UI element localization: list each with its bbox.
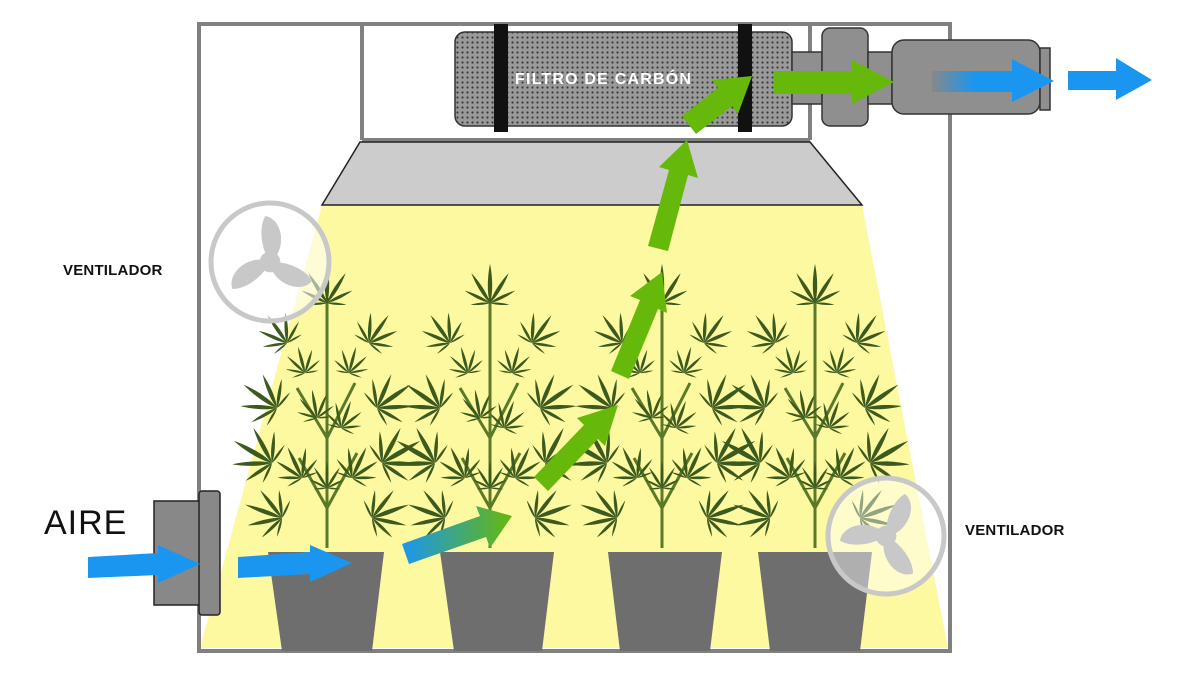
exhaust-arrow-4 — [682, 76, 752, 134]
carbon-filter-label: FILTRO DE CARBÓN — [515, 71, 693, 88]
fan-left-label: VENTILADOR — [63, 262, 163, 279]
pot-2 — [440, 552, 554, 651]
pot-1 — [268, 552, 384, 651]
fan-right-label: VENTILADOR — [965, 522, 1065, 539]
grow-lamp — [320, 141, 864, 206]
mixed-air-arrow — [402, 506, 512, 564]
fan-right-icon — [825, 473, 948, 597]
air-inlet-vent — [153, 490, 221, 616]
airflow-arrows — [88, 58, 1152, 583]
pot-3 — [608, 552, 722, 651]
exhaust-arrow-duct — [774, 60, 894, 104]
exhaust-arrow-2 — [611, 272, 667, 379]
fresh-air-arrow-inside — [238, 545, 352, 582]
exhaust-arrow-fan — [932, 59, 1054, 102]
exhaust-arrow-3 — [648, 140, 698, 251]
light-beam — [200, 205, 948, 648]
exhaust-arrow-out — [1068, 58, 1152, 100]
fresh-air-arrow-in — [88, 545, 200, 583]
pots — [268, 552, 872, 651]
exhaust-arrow-1 — [534, 405, 618, 491]
fan-left-icon — [208, 200, 332, 324]
air-in-label: AIRE — [44, 504, 128, 542]
